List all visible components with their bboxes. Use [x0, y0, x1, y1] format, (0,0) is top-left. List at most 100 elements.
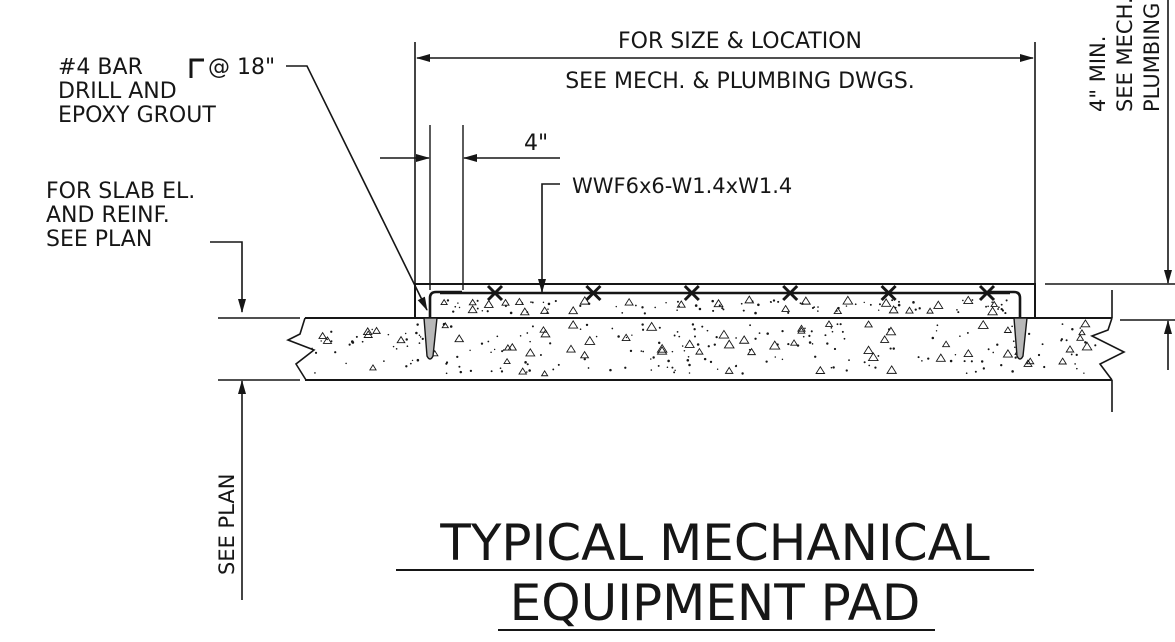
aggregate-dot [657, 364, 660, 367]
aggregate-dot [691, 323, 695, 326]
aggregate-dot [549, 342, 552, 345]
aggregate-dot [499, 367, 502, 370]
aggregate-dot [817, 306, 819, 308]
aggregate-dot [650, 369, 653, 371]
aggregate-dot [542, 301, 545, 304]
aggregate-dot [781, 330, 784, 333]
aggregate-dot [688, 363, 691, 367]
aggregate-mark [1058, 357, 1068, 365]
aggregate-dot [845, 305, 848, 307]
aggregate-dot [706, 329, 709, 332]
aggregate-dot [836, 323, 839, 326]
aggregate-dot [330, 330, 333, 333]
aggregate-dot [501, 350, 504, 353]
aggregate-dot [640, 350, 643, 352]
aggregate-dot [808, 334, 811, 337]
aggregate-dot [392, 345, 395, 348]
aggregate-dot [456, 355, 459, 359]
aggregate-dot [927, 357, 930, 360]
aggregate-dot [490, 351, 492, 354]
aggregate-dot [326, 338, 328, 341]
pad-aggregate-hatch [440, 295, 1008, 316]
aggregate-mark [322, 336, 333, 344]
aggregate-dot [1084, 341, 1087, 344]
aggregate-mark [990, 300, 999, 307]
aggregate-mark [864, 320, 874, 328]
aggregate-mark [880, 298, 892, 307]
aggregate-dot [579, 328, 582, 331]
aggregate-dot [415, 331, 418, 335]
aggregate-dot [650, 358, 652, 360]
aggregate-mark [789, 339, 799, 346]
aggregate-dot [713, 343, 716, 346]
aggregate-mark [567, 320, 579, 329]
aggregate-dot [693, 328, 696, 331]
aggregate-mark [963, 348, 974, 358]
aggregate-dot [557, 363, 560, 366]
aggregate-dot [1065, 339, 1068, 342]
aggregate-mark [905, 306, 914, 314]
aggregate-mark [1080, 319, 1091, 328]
aggregate-dot [683, 350, 686, 352]
aggregate-dot [874, 366, 877, 369]
aggregate-mark [1023, 359, 1033, 367]
aggregate-dot [787, 311, 790, 314]
aggregate-dot [869, 303, 872, 306]
aggregate-mark [797, 326, 806, 334]
bar-label-3: EPOXY GROUT [58, 103, 216, 128]
aggregate-dot [1011, 370, 1014, 373]
aggregate-dot [998, 306, 1000, 309]
aggregate-dot [1027, 332, 1031, 336]
aggregate-dot [863, 361, 866, 364]
aggregate-mark [568, 306, 579, 315]
aggregate-dot [509, 311, 513, 315]
aggregate-mark [885, 326, 897, 336]
aggregate-dot [681, 345, 684, 347]
aggregate-dot [735, 337, 737, 339]
slab-label-1: FOR SLAB EL. [46, 179, 195, 204]
aggregate-dot [769, 300, 772, 303]
aggregate-dot [666, 366, 669, 368]
aggregate-dot [539, 353, 542, 356]
aggregate-dot [595, 335, 598, 338]
height-label-2: SEE MECH. & [1113, 0, 1137, 112]
aggregate-dot [609, 368, 612, 372]
aggregate-mark [624, 297, 634, 306]
aggregate-mark [539, 306, 550, 314]
aggregate-dot [314, 351, 318, 354]
bar-label-2: DRILL AND [58, 79, 177, 104]
aggregate-mark [1025, 357, 1035, 365]
aggregate-dot [970, 360, 973, 363]
aggregate-dot [980, 360, 984, 363]
aggregate-dot [458, 365, 461, 368]
aggregate-dot [831, 330, 834, 333]
wwf-label: WWF6x6-W1.4xW1.4 [572, 174, 792, 198]
aggregate-dot [496, 335, 499, 338]
aggregate-mark [797, 324, 806, 332]
aggregate-mark [1002, 349, 1014, 358]
aggregate-dot [459, 370, 463, 374]
hook-bar-icon [189, 58, 204, 78]
aggregate-dot [811, 343, 814, 345]
aggregate-dot [320, 340, 322, 342]
aggregate-mark [467, 304, 478, 314]
aggregate-mark [440, 298, 448, 306]
aggregate-dot [799, 302, 802, 305]
aggregate-mark [723, 339, 735, 349]
aggregate-dot [674, 369, 676, 372]
slab-thickness-dimension: SEE PLAN [215, 317, 300, 600]
pad-outline [414, 283, 1036, 319]
size-location-label: FOR SIZE & LOCATION [618, 29, 862, 54]
aggregate-dot [996, 343, 999, 346]
aggregate-dot [707, 345, 710, 348]
aggregate-dot [445, 372, 448, 375]
aggregate-dot [673, 371, 676, 374]
aggregate-dot [334, 351, 337, 354]
aggregate-mark [318, 331, 328, 339]
aggregate-dot [554, 299, 557, 303]
four-inch-label: 4" [524, 131, 548, 156]
aggregate-dot [892, 347, 895, 350]
aggregate-mark [1003, 326, 1013, 333]
aggregate-dot [954, 353, 957, 356]
aggregate-mark [684, 339, 695, 348]
